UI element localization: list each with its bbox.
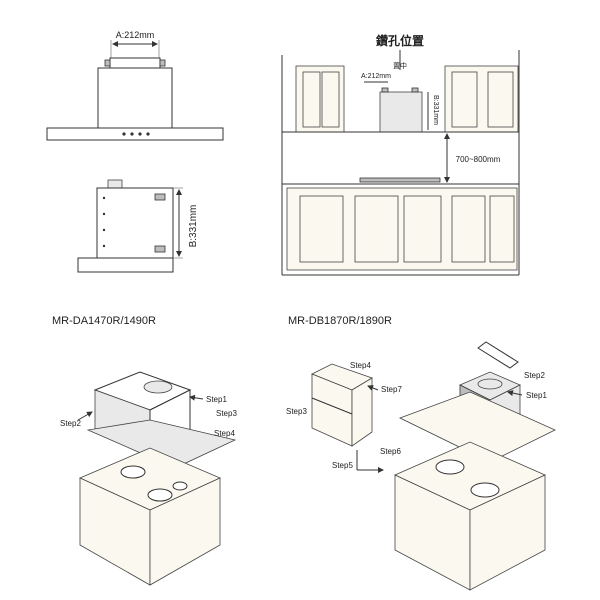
da-step2-label: Step2	[60, 419, 81, 428]
range-label: 700~800mm	[456, 155, 501, 164]
db-step5-label: Step5	[332, 461, 353, 470]
model-da-installation: MR-DA1470R/1490R Step1 Step2 Step3 Step4	[52, 315, 237, 586]
db-step6-label: Step6	[380, 447, 401, 456]
drilling-position-drawing: 鑽孔位置 置中 A:212mm B:331mm 700~800mm	[281, 33, 520, 276]
side-height-label: B:331mm	[188, 205, 199, 248]
front-view-drawing: A:212mm	[46, 30, 224, 141]
drilling-title: 鑽孔位置	[376, 33, 424, 48]
side-view-drawing: B:331mm	[77, 179, 199, 273]
da-step3-label: Step3	[216, 409, 237, 418]
da-step1-label: Step1	[206, 395, 227, 404]
drill-height-label: B:331mm	[432, 95, 439, 125]
model-db-installation: MR-DB1870R/1890R Step1 Step2 Step3 Step4…	[286, 315, 556, 591]
db-step3-label: Step3	[286, 407, 307, 416]
db-step1-label: Step1	[526, 391, 547, 400]
db-step2-label: Step2	[524, 371, 545, 380]
front-width-label: A:212mm	[116, 30, 155, 40]
db-step7-label: Step7	[381, 385, 402, 394]
da-step4-label: Step4	[214, 429, 235, 438]
db-step4-label: Step4	[350, 361, 371, 370]
drill-width-label: A:212mm	[361, 73, 391, 80]
model-da-title: MR-DA1470R/1490R	[52, 315, 156, 327]
center-label: 置中	[393, 61, 407, 70]
model-db-title: MR-DB1870R/1890R	[288, 315, 392, 327]
